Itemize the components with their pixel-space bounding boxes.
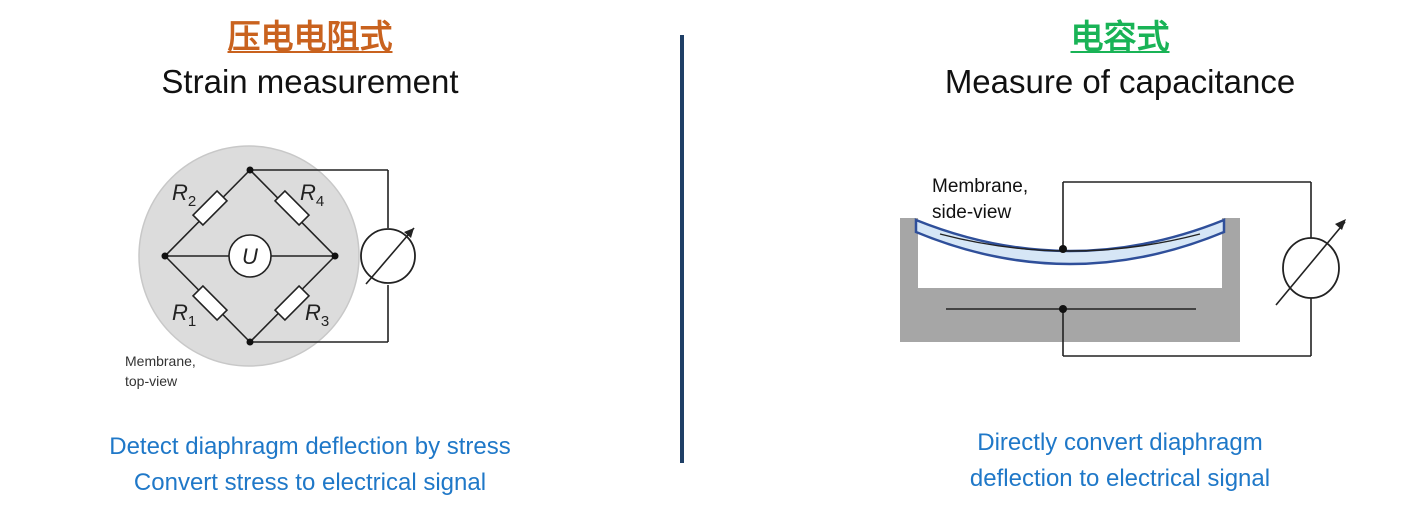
capacitance-title: Measure of capacitance (944, 63, 1296, 100)
membrane-top-label-line2: top-view (125, 373, 178, 389)
piezoresistive-title-cn: 压电电阻式 (227, 17, 393, 56)
voltage-label-u: U (242, 244, 258, 269)
resistor-r4-label: R4 (300, 180, 324, 210)
junction-dot (1059, 245, 1067, 253)
capacitive-caption-line1: Directly convert diaphragm (977, 429, 1263, 456)
diaphragm-inner-electrode (939, 233, 1201, 252)
piezoresistive-caption-line2: Convert stress to electrical signal (133, 469, 487, 496)
vertical-divider (680, 35, 684, 463)
meter-icon (1282, 237, 1340, 299)
resistor-r3 (273, 284, 311, 322)
resistor-r4 (273, 189, 311, 227)
piezoresistive-caption-line1: Detect diaphragm deflection by stress (109, 433, 511, 460)
resistor-r3-label: R3 (305, 300, 329, 330)
strain-measurement-title: Strain measurement (161, 63, 459, 100)
voltage-source-circle (228, 234, 272, 278)
membrane-side-label-line1: Membrane, (932, 176, 1028, 197)
junction-dot (1059, 305, 1067, 313)
meter-arrowhead (404, 228, 414, 238)
junction-dot (161, 252, 169, 260)
capacitive-title-cn: 电容式 (1070, 17, 1170, 56)
resistor-r1-label: R1 (172, 300, 196, 330)
membrane-top-label-line1: Membrane, (125, 353, 196, 369)
resistor-r2 (191, 189, 229, 227)
sensor-housing (900, 218, 1240, 342)
resistor-r1 (191, 284, 229, 322)
wheatstone-bridge-diagram: R2 R4 R1 R3 U Membrane, top-view (125, 145, 416, 389)
junction-dot (246, 338, 254, 346)
junction-dot (246, 166, 254, 174)
capacitive-caption-line2: deflection to electrical signal (969, 465, 1271, 492)
meter-arrow (1275, 221, 1346, 306)
capacitive-sensor-diagram: Membrane, side-view (900, 176, 1346, 357)
diaphragm (914, 218, 1226, 266)
meter-arrowhead (1335, 219, 1346, 230)
piezoresistive-panel: 压电电阻式 Strain measurement Detect diaphrag… (40, 0, 580, 497)
meter-arrow (365, 227, 415, 285)
membrane-side-label-line2: side-view (932, 202, 1011, 223)
junction-dot (331, 252, 339, 260)
capacitive-panel: 电容式 Measure of capacitance Directly conv… (840, 0, 1400, 493)
resistor-r2-label: R2 (172, 180, 196, 210)
